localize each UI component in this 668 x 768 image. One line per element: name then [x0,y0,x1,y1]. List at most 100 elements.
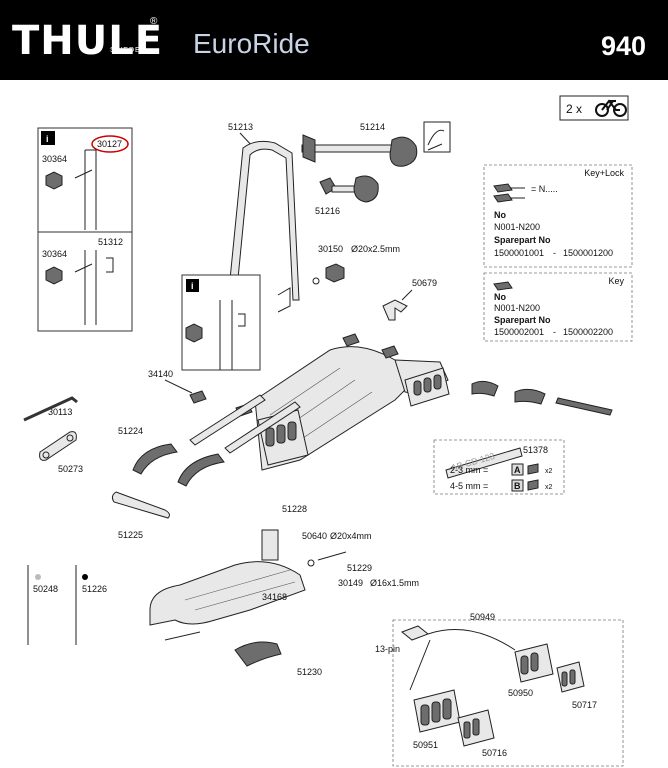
locking-lever [234,641,282,667]
key-sparepart-to: 1500002200 [563,327,613,337]
brand-subtitle: SWEDEN [110,47,147,54]
key-lock-sparepart-from: 1500001001 [494,248,544,258]
part-30127: 30127 [97,139,122,149]
bike-quantity-label: 2 x [566,102,582,116]
part-51378: 51378 [523,445,548,455]
knob-icon [185,323,203,343]
tail-light-lens-right [556,661,585,693]
part-50679: 50679 [412,278,437,288]
knob-icon [45,266,63,285]
part-50248: 50248 [33,584,58,594]
bike-quantity-badge: 2 x [559,95,629,121]
highlight-circle [91,135,129,153]
arm-knob [389,136,418,167]
part-51225: 51225 [118,530,143,540]
key-lock-sparepart-label: Sparepart No [494,235,551,245]
part-50716: 50716 [482,748,507,758]
part-50273: 50273 [58,464,83,474]
part-50640: 50640 [302,531,327,541]
part-50950: 50950 [508,688,533,698]
part-51213: 51213 [228,122,253,132]
bicycle-icon [595,99,627,117]
exploded-parts-diagram: 2 x i 30364 30364 51312 30127 51213 5121… [23,95,633,767]
frame-detail-box: i [181,274,261,371]
brand-logo: THULE [12,18,164,64]
header-bar: THULE ® SWEDEN EuroRide 940 [0,0,668,80]
part-30364-bottom: 30364 [42,249,67,259]
short-arm-knob [353,175,379,203]
strap-buckle [471,380,499,397]
key-no-range: N001-N200 [494,303,540,313]
tail-light-lens-left [457,709,495,747]
key-sparepart-sep: - [553,327,556,337]
key-no-label: No [494,292,506,302]
part-51226: 51226 [82,584,107,594]
coupling-post [261,529,279,561]
tail-light-right [514,643,554,683]
connector-type: 13-pin [375,644,400,654]
towbar-coupling-frame [149,561,306,626]
key-icon [493,281,513,291]
part-50717: 50717 [572,700,597,710]
part-51216: 51216 [315,206,340,216]
registered-mark: ® [150,16,158,27]
electrical-kit-box: 50949 13-pin 50950 50717 50951 50716 [375,612,624,767]
part-30113: 30113 [48,407,72,417]
license-plate-icon [445,447,523,479]
key-lock-no-range: N001-N200 [494,222,540,232]
key-title: Key [608,276,624,286]
plug-icon [401,625,429,641]
strap-buckle [514,388,546,405]
plate-row2-size: 4-5 mm = [450,481,488,491]
wing-nut [325,263,345,283]
model-name: EuroRide [193,28,310,59]
license-plate-box: 51378 AB CD 123 2-3 mm = A x2 4-5 mm = B… [433,439,565,495]
key-icon [493,183,513,203]
part-30364-top: 30364 [42,154,67,164]
part-50951: 50951 [413,740,438,750]
info-icon [41,131,55,145]
plate-row2-letter: B [514,481,521,491]
part-50949: 50949 [470,612,495,622]
adhesive-pad-icon [527,463,539,491]
plate-row1-size: 2-3 mm = [450,465,488,475]
strap [555,397,613,416]
cable-tie-black-dot [82,574,88,580]
info-icon [186,279,199,292]
part-51312: 51312 [98,237,123,247]
platform-tail-light-right [404,367,450,407]
plate-row1-letter: A [514,465,521,475]
plate-row2-letter-box [511,479,524,492]
assembly-detail-box: i 30364 30364 51312 30127 [37,127,133,332]
key-lock-sparepart-to: 1500001200 [563,248,613,258]
wheel-holder-left [132,443,178,475]
part-51228: 51228 [282,504,307,514]
key-lock-no-label: No [494,210,506,220]
cable-tie-white-dot [35,574,41,580]
part-30150-spec: Ø20x2.5mm [351,244,400,254]
spacer-plate [39,431,77,461]
part-34140: 34140 [148,369,173,379]
key-lock-title: Key+Lock [584,168,624,178]
part-34168: 34168 [262,592,287,602]
carrier-platform [189,333,450,471]
tail-light-left [413,689,461,733]
allen-key-icon [23,396,78,422]
key-lock-box: Key+Lock = N..... No N001-N200 Sparepart… [483,164,633,268]
info-icon-label: i [46,134,49,144]
wheel-holder-right [177,453,225,487]
part-30150: 30150 [318,244,343,254]
part-51229: 51229 [347,563,372,573]
plate-row1-qty: x2 [545,468,553,475]
part-30149-spec: Ø16x1.5mm [370,578,419,588]
part-51214: 51214 [360,122,385,132]
key-box: Key No N001-N200 Sparepart No 1500002001… [483,272,633,342]
plate-row2-qty: x2 [545,484,553,491]
carry-handle [111,491,170,519]
lock-bracket [382,299,408,321]
upright-frame [224,140,300,331]
part-51230: 51230 [297,667,322,677]
part-30149: 30149 [338,578,363,588]
key-lock-sparepart-sep: - [553,248,556,258]
knob-icon [45,171,63,190]
